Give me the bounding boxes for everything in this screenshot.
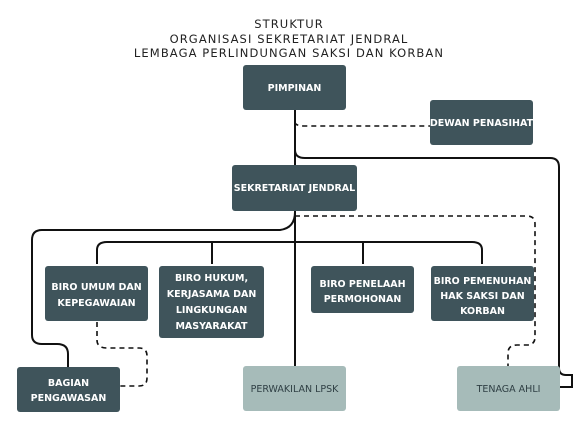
bagian-pengawasan-label-1: BAGIAN (48, 378, 89, 389)
title-line-1: STRUKTUR (254, 17, 324, 31)
biro-hukum-label-3: LINGKUNGAN (176, 305, 247, 316)
node-tenaga-ahli: TENAGA AHLI (457, 366, 560, 411)
biro-umum-label-2: KEPEGAWAIAN (57, 298, 135, 309)
biro-umum-label-1: BIRO UMUM DAN (51, 282, 141, 293)
node-sekretariat-jendral: SEKRETARIAT JENDRAL (232, 165, 357, 211)
tenaga-ahli-dashed-line (295, 215, 536, 368)
pimpinan-label: PIMPINAN (268, 83, 322, 94)
title-line-2: ORGANISASI SEKRETARIAT JENDRAL (170, 32, 409, 46)
node-bagian-pengawasan: BAGIAN PENGAWASAN (17, 367, 120, 412)
tenaga-ahli-label: TENAGA AHLI (476, 384, 541, 395)
biro-bus-line (96, 241, 483, 264)
biro-hukum-box (159, 266, 264, 338)
bagian-pengawasan-box (17, 367, 120, 412)
biro-pemenuhan-label-1: BIRO PEMENUHAN (434, 276, 532, 287)
biro-hukum-label-4: MASYARAKAT (175, 321, 248, 332)
biro-penelaah-label-1: BIRO PENELAAH (319, 279, 405, 290)
node-biro-pemenuhan: BIRO PEMENUHAN HAK SAKSI DAN KORBAN (431, 266, 534, 321)
node-pimpinan: PIMPINAN (243, 65, 346, 110)
bagian-pengawasan-label-2: PENGAWASAN (31, 393, 107, 404)
node-biro-hukum: BIRO HUKUM, KERJASAMA DAN LINGKUNGAN MAS… (159, 266, 264, 338)
biro-umum-box (45, 266, 148, 321)
dewan-dashed-line (294, 121, 430, 127)
biro-hukum-label-2: KERJASAMA DAN (167, 289, 257, 300)
node-biro-umum: BIRO UMUM DAN KEPEGAWAIAN (45, 266, 148, 321)
sekretariat-jendral-label: SEKRETARIAT JENDRAL (234, 183, 355, 194)
connectors (31, 109, 573, 388)
perwakilan-lpsk-label: PERWAKILAN LPSK (251, 384, 340, 395)
biro-pemenuhan-label-3: KORBAN (460, 306, 505, 317)
dewan-penasihat-label: DEWAN PENASIHAT (430, 118, 534, 129)
dewan-penasihat-box (430, 100, 533, 145)
biro-penelaah-label-2: PERMOHONAN (324, 294, 402, 305)
node-dewan-penasihat: DEWAN PENASIHAT (430, 100, 534, 145)
pimpinan-box (243, 65, 346, 110)
chart-title: STRUKTUR ORGANISASI SEKRETARIAT JENDRAL … (134, 17, 444, 60)
title-line-3: LEMBAGA PERLINDUNGAN SAKSI DAN KORBAN (134, 46, 444, 60)
biro-pemenuhan-label-2: HAK SAKSI DAN (440, 291, 524, 302)
tenaga-ahli-box (457, 366, 560, 411)
node-biro-penelaah: BIRO PENELAAH PERMOHONAN (311, 266, 414, 313)
biro-hukum-label-1: BIRO HUKUM, (175, 273, 248, 284)
perwakilan-lpsk-box (243, 366, 346, 411)
sekjen-to-pengawasan-line (31, 211, 296, 367)
sekretariat-jendral-box (232, 165, 357, 211)
biro-pemenuhan-box (431, 266, 534, 321)
node-perwakilan-lpsk: PERWAKILAN LPSK (243, 366, 346, 411)
pimpinan-to-tenaga-ahli-line (294, 149, 573, 388)
biro-penelaah-box (311, 266, 414, 313)
